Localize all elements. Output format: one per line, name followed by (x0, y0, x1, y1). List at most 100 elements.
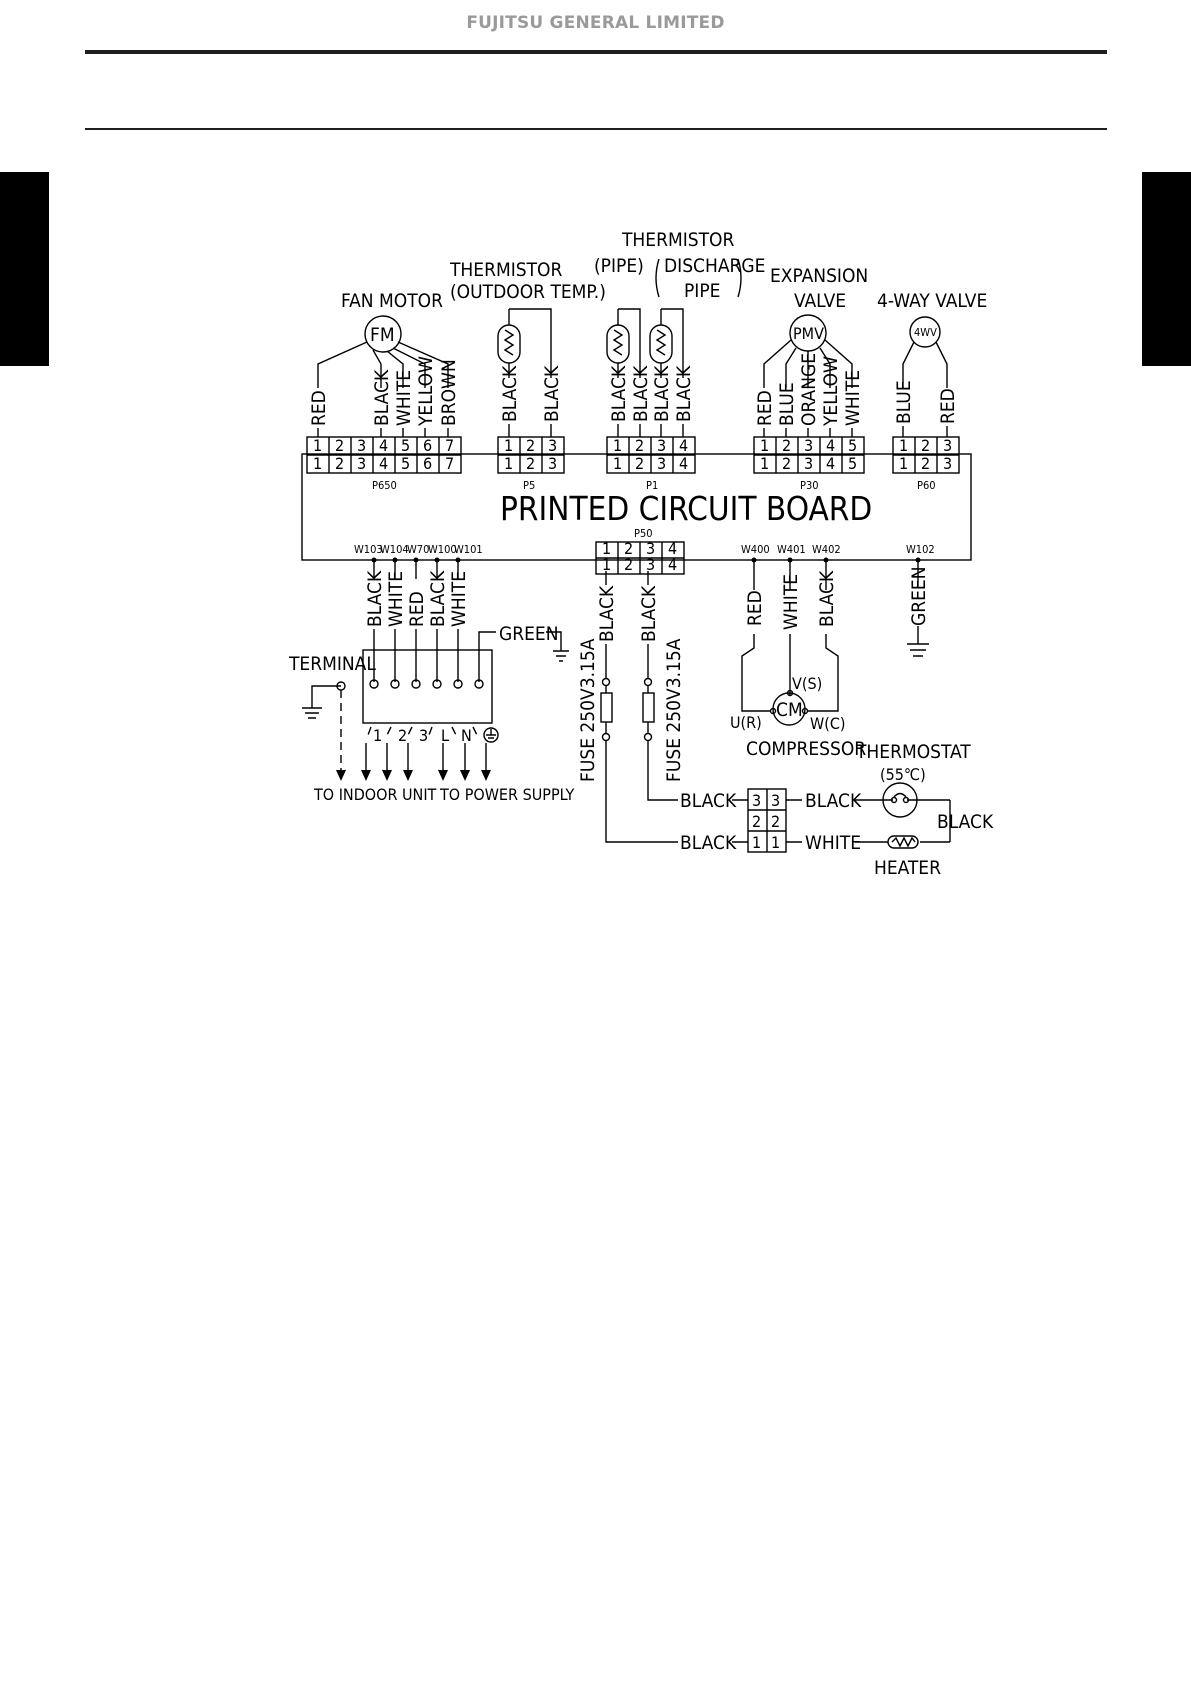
connector-pin-number: 2 (624, 555, 633, 574)
terminal-earth (302, 685, 341, 719)
connector-pin-number: 1 (760, 454, 769, 473)
p50-wire-2: BLACK (638, 585, 660, 642)
w103-label: W103 (354, 543, 383, 556)
pmv-stubs (763, 428, 853, 437)
four-way-valve-leads (902, 341, 948, 388)
thermostat-temp: (55℃) (880, 765, 926, 784)
compressor-top-stubs (753, 560, 827, 590)
connector-pin-number: 1 (899, 436, 908, 455)
connector-pin-number: 4 (826, 454, 835, 473)
right-edge-tab (1142, 172, 1191, 366)
fuse-2-top-node (643, 677, 653, 687)
terminal-pos-1: 1 (373, 726, 382, 745)
compressor-wire-white: WHITE (780, 574, 802, 630)
heater-zigzag (880, 836, 916, 848)
terminal-wire-top-stubs (373, 560, 459, 579)
fan-wire-stubs (317, 428, 449, 437)
connector-pin-number: 3 (943, 436, 952, 455)
compressor-u-label: U(R) (730, 713, 762, 732)
fuse-2-bottom-node (643, 732, 653, 742)
relay-right-stubs (786, 799, 802, 843)
thermistor-pipe-title: THERMISTOR (621, 229, 735, 251)
pcb-outline (301, 453, 972, 561)
connector-p5-label: P5 (523, 479, 535, 492)
thermistor-outdoor-title: THERMISTOR (449, 259, 563, 281)
terminal-wire-bottoms (373, 629, 459, 682)
header-rule-bottom (85, 128, 1107, 130)
terminal-pos-n: N (461, 726, 472, 745)
expansion-valve-title-2: VALVE (794, 290, 846, 312)
four-way-valve-symbol-label: 4WV (914, 326, 937, 339)
four-way-wire-red: RED (937, 388, 959, 424)
w101-label: W101 (454, 543, 483, 556)
thermistor-outdoor-symbol (497, 324, 521, 364)
connector-pin-number: 5 (848, 436, 857, 455)
connector-pin-number: 7 (445, 436, 454, 455)
four-way-stubs (902, 426, 948, 437)
thermostat-arc (893, 792, 907, 798)
connector-pin-number: 1 (602, 539, 611, 558)
expansion-valve-title: EXPANSION (770, 265, 868, 287)
w102-ground (907, 560, 929, 657)
heater-label: HEATER (874, 857, 941, 879)
thermistor-pipe-label: (PIPE) (594, 255, 644, 277)
pmv-wire-yellow: YELLOW (820, 356, 842, 427)
terminal-pos-3: 3 (419, 726, 428, 745)
thermistor-pipe-zigzag (612, 329, 667, 378)
connector-pin-number: 3 (357, 454, 366, 473)
compressor-u-node (769, 707, 777, 715)
thermistor-outdoor-stubs (508, 424, 552, 437)
connector-pin-number: 2 (921, 454, 930, 473)
connector-pin-number: 7 (445, 454, 454, 473)
far-right-black-wire: BLACK (937, 811, 994, 833)
connector-p30-label: P30 (800, 479, 819, 492)
connector-pin-number: 3 (657, 436, 666, 455)
connector-pin-number: 2 (635, 454, 644, 473)
connector-pin-number: 2 (782, 454, 791, 473)
relay-right-bottom-wire: WHITE (805, 832, 861, 854)
pmv-wire-white: WHITE (842, 370, 864, 426)
terminal-pos-l: L (441, 726, 449, 745)
terminal-screws (336, 679, 484, 691)
terminal-pos-2: 2 (398, 726, 407, 745)
green-ground-label: GREEN (499, 623, 559, 645)
fuse-1-bottom-node (601, 732, 611, 742)
terminal-block (362, 649, 493, 724)
paren-right (737, 258, 742, 298)
connector-pin-number: 5 (401, 436, 410, 455)
terminal-wire-white-2: WHITE (448, 571, 470, 627)
connector-p650-label: P650 (372, 479, 397, 492)
p50-mid-wires (605, 644, 649, 678)
thermistor-outdoor-subtitle: (OUTDOOR TEMP.) (450, 281, 606, 303)
fan-wire-red: RED (308, 390, 330, 426)
connector-pin-number: 3 (357, 436, 366, 455)
connector-pin-number: 3 (657, 454, 666, 473)
four-way-valve-symbol (909, 316, 941, 348)
connector-pin-number: 3 (943, 454, 952, 473)
connector-p1-label: P1 (646, 479, 658, 492)
connector-pin-number: 1 (504, 454, 513, 473)
w401-label: W401 (777, 543, 806, 556)
connector-pin-number: 2 (335, 454, 344, 473)
compressor-leads (741, 634, 839, 712)
connector-pin-number: 4 (668, 555, 677, 574)
compressor-v-node (786, 689, 794, 697)
connector-pin-number: 1 (613, 436, 622, 455)
thermostat-label: THERMOSTAT (855, 741, 971, 763)
four-way-valve-title: 4-WAY VALVE (877, 290, 987, 312)
thermistor-outdoor-zigzag (503, 329, 515, 378)
fan-motor-symbol-label: FM (370, 324, 395, 346)
thermistor-pipe-symbol (606, 324, 630, 364)
connector-pin-number: 2 (335, 436, 344, 455)
connector-pin-number: 2 (526, 436, 535, 455)
w402-label: W402 (812, 543, 841, 556)
thermistor-discharge-symbol (649, 324, 673, 364)
pcb-label: PRINTED CIRCUIT BOARD (500, 489, 872, 528)
header-rule-top (85, 50, 1107, 54)
fuse-1-label: FUSE 250V3.15A (577, 638, 599, 782)
thermostat-wiring (880, 799, 951, 843)
